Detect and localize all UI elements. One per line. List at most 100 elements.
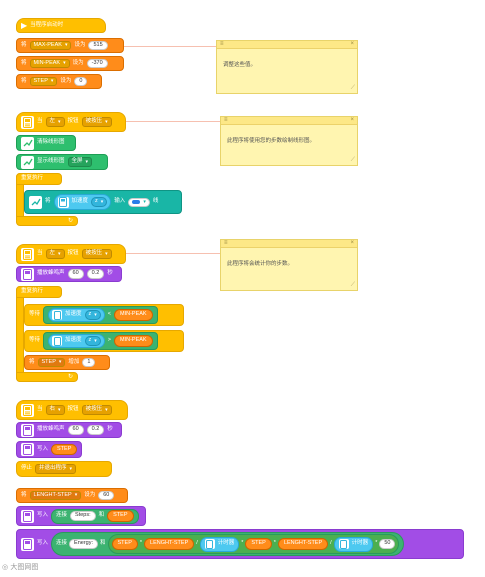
duration-input[interactable]: 0.2 xyxy=(86,425,105,435)
comment-note[interactable]: ≡ × 此程序将会统计你的步数。 ⟋ xyxy=(220,239,358,291)
set-variable-block[interactable]: 将 LENGHT-STEP 设为 60 xyxy=(16,488,128,503)
variable-reporter[interactable]: STEP xyxy=(51,443,78,456)
acceleration-reporter[interactable]: 加速度 z xyxy=(48,308,105,322)
resize-icon[interactable]: ⟋ xyxy=(350,282,355,288)
variable-name: STEP xyxy=(33,77,48,84)
clear-graph-block[interactable]: 清除线形图 xyxy=(16,135,76,151)
text-input[interactable]: Steps: xyxy=(70,511,96,521)
side-dropdown[interactable]: 左 xyxy=(45,117,65,127)
frequency-input[interactable]: 60 xyxy=(67,425,84,435)
greater-than-operator[interactable]: 加速度 z > MIN-PEAK xyxy=(43,332,158,350)
watermark-logo-icon: ◎ xyxy=(2,563,9,571)
variable-reporter[interactable]: STEP xyxy=(107,510,134,522)
record-graph-block[interactable]: 将 加速度 z 输入 线 xyxy=(24,190,182,214)
stop-option-dropdown[interactable]: 并退出程序 xyxy=(35,464,77,474)
when-button-pressed-block[interactable]: 当 右 按钮 被按压 xyxy=(16,400,128,420)
multiply-operator[interactable]: STEP * LENGHT-STEP / 计时器 * STEP * LENGHT… xyxy=(107,534,400,554)
collapse-icon[interactable]: ≡ xyxy=(224,117,228,123)
set-variable-block[interactable]: 将 MIN-PEAK 设为 -370 xyxy=(16,56,124,71)
variable-reporter[interactable]: MIN-PEAK xyxy=(114,335,153,347)
play-beep-block[interactable]: 播放蜂鸣声 60 0.2 秒 xyxy=(16,422,122,438)
block-label: 重复执行 xyxy=(21,175,44,182)
forever-loop-block[interactable]: 重复执行 xyxy=(16,286,62,298)
resize-icon[interactable]: ⟋ xyxy=(350,85,355,91)
variable-reporter[interactable]: LENGHT-STEP xyxy=(277,538,329,550)
side-label: 左 xyxy=(49,118,56,125)
close-icon[interactable]: × xyxy=(350,117,354,123)
variable-reporter[interactable]: STEP xyxy=(245,538,272,550)
block-verb: 将 xyxy=(21,491,27,498)
timer-reporter[interactable]: 计时器 xyxy=(199,536,240,552)
block-verb: 当 xyxy=(37,250,43,257)
variable-dropdown[interactable]: LENGHT-STEP xyxy=(29,490,82,501)
comment-note[interactable]: ≡ × 此程序将使用您的步数绘制线形图。 ⟋ xyxy=(220,116,358,166)
comment-text[interactable]: 此程序将使用您的步数绘制线形图。 xyxy=(227,138,316,144)
when-program-starts-block[interactable]: ▶ 当程序启动时 xyxy=(16,18,106,33)
acceleration-reporter[interactable]: 加速度 z xyxy=(53,194,112,210)
loop-arrow-icon: ↻ xyxy=(67,218,73,224)
value-input[interactable]: 1 xyxy=(82,357,96,368)
close-icon[interactable]: × xyxy=(350,240,354,246)
collapse-icon[interactable]: ≡ xyxy=(220,41,224,47)
play-beep-block[interactable]: 播放蜂鸣声 60 0.2 秒 xyxy=(16,266,122,282)
join-operator[interactable]: 连接 Steps: 和 STEP xyxy=(51,508,139,524)
value-input[interactable]: -370 xyxy=(86,58,108,69)
state-dropdown[interactable]: 被按压 xyxy=(81,405,112,415)
variable-dropdown[interactable]: MIN-PEAK xyxy=(29,58,70,69)
collapse-icon[interactable]: ≡ xyxy=(224,240,228,246)
write-block[interactable]: 写入 连接 Steps: 和 STEP xyxy=(16,506,146,526)
comment-text[interactable]: 调整这些值。 xyxy=(223,62,257,68)
side-dropdown[interactable]: 右 xyxy=(45,405,65,415)
variable-dropdown[interactable]: MAX-PEAK xyxy=(29,40,72,51)
block-label: 停止 xyxy=(21,465,33,472)
state-dropdown[interactable]: 被按压 xyxy=(81,117,112,127)
acceleration-reporter[interactable]: 加速度 z xyxy=(48,334,105,348)
wait-until-block[interactable]: 等待 加速度 z < MIN-PEAK xyxy=(24,304,184,326)
join-operator[interactable]: 连接 Energy: 和 STEP * LENGHT-STEP / 计时器 * … xyxy=(51,532,405,556)
comment-note[interactable]: ≡ × 调整这些值。 ⟋ xyxy=(216,40,358,94)
close-icon[interactable]: × xyxy=(350,41,354,47)
value-input[interactable]: 50 xyxy=(379,539,396,549)
axis-dropdown[interactable]: z xyxy=(91,197,108,207)
value-input[interactable]: 0 xyxy=(74,76,88,87)
resize-icon[interactable]: ⟋ xyxy=(350,157,355,163)
forever-loop-block[interactable]: 重复执行 xyxy=(16,173,62,185)
timer-reporter[interactable]: 计时器 xyxy=(333,536,374,552)
frequency-input[interactable]: 60 xyxy=(67,269,84,279)
variable-dropdown[interactable]: STEP xyxy=(29,76,58,87)
variable-reporter[interactable]: STEP xyxy=(111,538,138,550)
watermark: ◎ 大图网图 xyxy=(2,562,38,572)
when-button-pressed-block[interactable]: 当 左 按钮 被按压 xyxy=(16,112,126,132)
axis-dropdown[interactable]: z xyxy=(84,310,101,320)
comment-text[interactable]: 此程序将会统计你的步数。 xyxy=(227,261,294,267)
write-block[interactable]: 写入 STEP xyxy=(16,441,82,458)
less-than-operator[interactable]: 加速度 z < MIN-PEAK xyxy=(43,306,158,324)
axis-dropdown[interactable]: z xyxy=(84,336,101,346)
block-label: 显示线形图 xyxy=(37,158,65,165)
block-verb: 将 xyxy=(21,59,27,66)
text-input[interactable]: Energy: xyxy=(69,539,98,549)
show-graph-block[interactable]: 显示线形图 全屏 xyxy=(16,154,108,170)
variable-reporter[interactable]: LENGHT-STEP xyxy=(144,538,195,550)
when-button-pressed-block[interactable]: 当 左 按钮 被按压 xyxy=(16,244,126,264)
change-variable-block[interactable]: 将 STEP 增加 1 xyxy=(24,355,110,370)
value-input[interactable]: 60 xyxy=(98,490,115,501)
duration-input[interactable]: 0.2 xyxy=(86,269,105,279)
block-label: 清除线形图 xyxy=(37,139,65,146)
block-label: 播放蜂鸣声 xyxy=(37,270,65,277)
write-block[interactable]: 写入 连接 Energy: 和 STEP * LENGHT-STEP / 计时器… xyxy=(16,529,464,559)
value-input[interactable]: 515 xyxy=(88,40,108,51)
mode-dropdown[interactable]: 全屏 xyxy=(67,157,93,167)
stop-block[interactable]: 停止 并退出程序 xyxy=(16,461,112,477)
set-variable-block[interactable]: 将 MAX-PEAK 设为 515 xyxy=(16,38,124,53)
variable-dropdown[interactable]: STEP xyxy=(37,357,66,368)
block-verb: 当 xyxy=(37,406,43,413)
sensor-label: 加速度 xyxy=(71,198,89,205)
state-dropdown[interactable]: 被按压 xyxy=(81,249,112,259)
wait-until-block[interactable]: 等待 加速度 z > MIN-PEAK xyxy=(24,330,184,352)
color-dropdown[interactable] xyxy=(128,197,150,207)
variable-reporter[interactable]: MIN-PEAK xyxy=(114,309,153,321)
side-dropdown[interactable]: 左 xyxy=(45,249,65,259)
unit-label: 秒 xyxy=(107,426,113,433)
set-variable-block[interactable]: 将 STEP 设为 0 xyxy=(16,74,102,89)
